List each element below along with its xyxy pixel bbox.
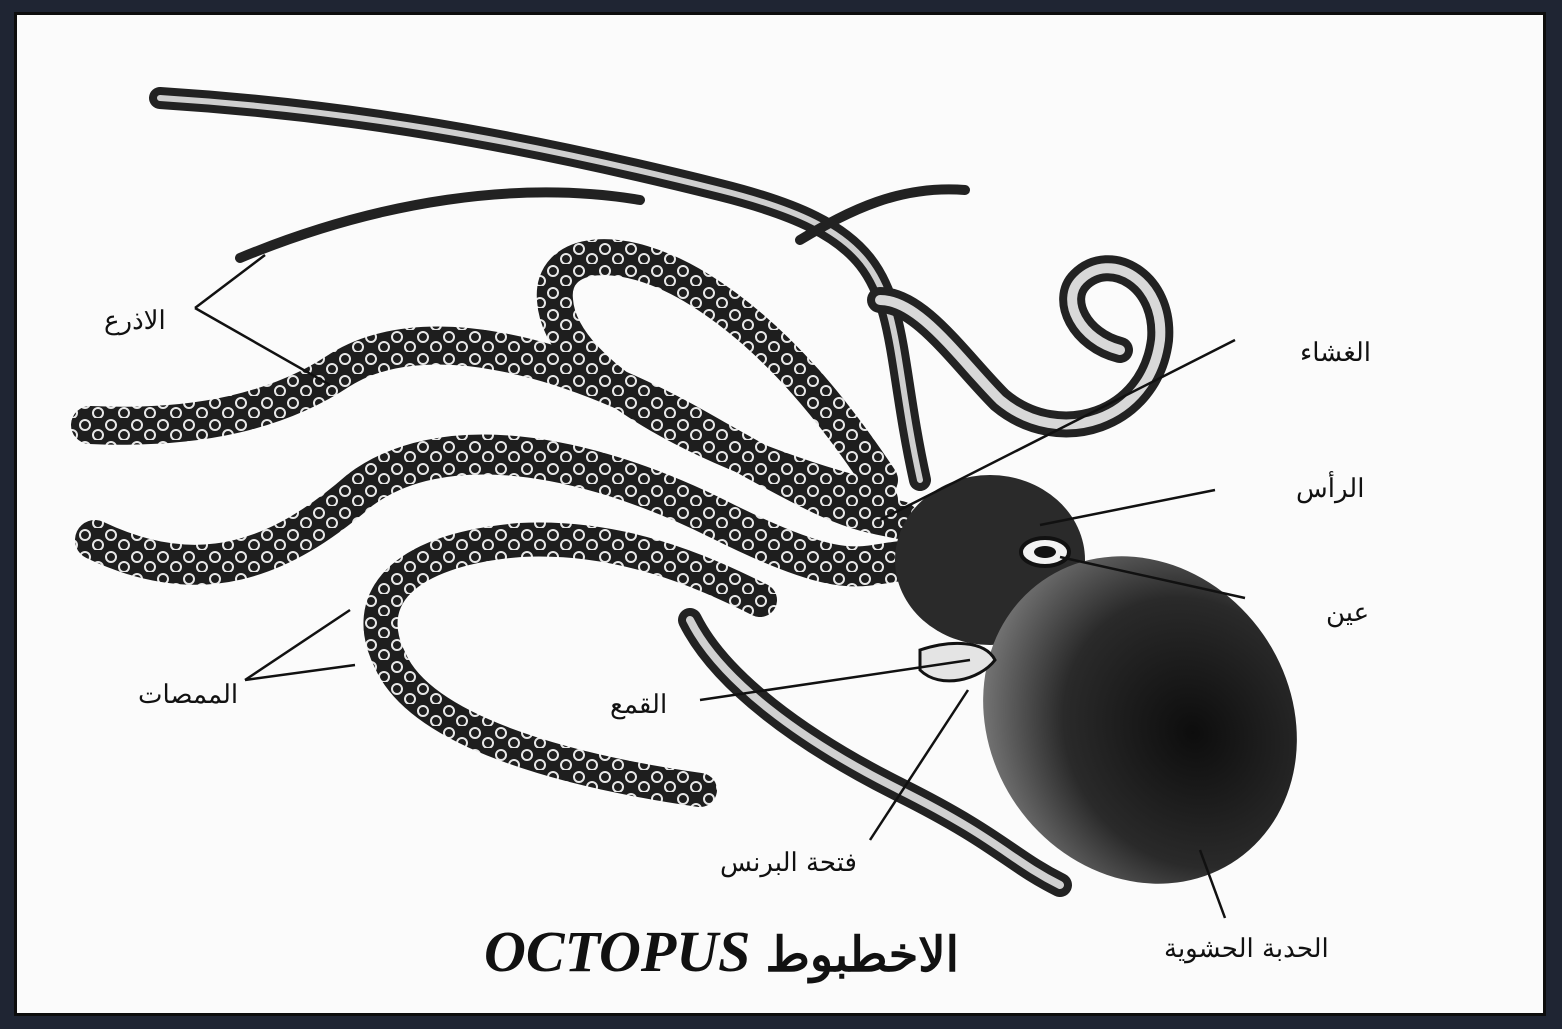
- label-funnel: القمع: [610, 690, 667, 720]
- title-english: OCTOPUS: [484, 919, 750, 984]
- leader-web: [880, 340, 1235, 520]
- arm-lower: [380, 540, 760, 790]
- leader-arms-1: [195, 255, 265, 308]
- leader-head: [1040, 490, 1215, 525]
- label-suckers: الممصات: [138, 680, 238, 710]
- label-head: الرأس: [1296, 474, 1364, 504]
- label-eye: عين: [1326, 598, 1369, 628]
- leader-suckers-1: [245, 610, 350, 680]
- title-arabic: الاخطبوط: [766, 927, 959, 983]
- label-arms: الاذرع: [104, 306, 166, 336]
- label-web: الغشاء: [1300, 338, 1371, 368]
- leader-suckers-2: [245, 665, 355, 680]
- leader-arms-2: [195, 308, 330, 385]
- label-siphon-opening: فتحة البرنس: [720, 848, 857, 878]
- diagram-title: OCTOPUS الاخطبوط: [484, 918, 959, 985]
- label-visceral-hump: الحدبة الحشوية: [1164, 934, 1329, 964]
